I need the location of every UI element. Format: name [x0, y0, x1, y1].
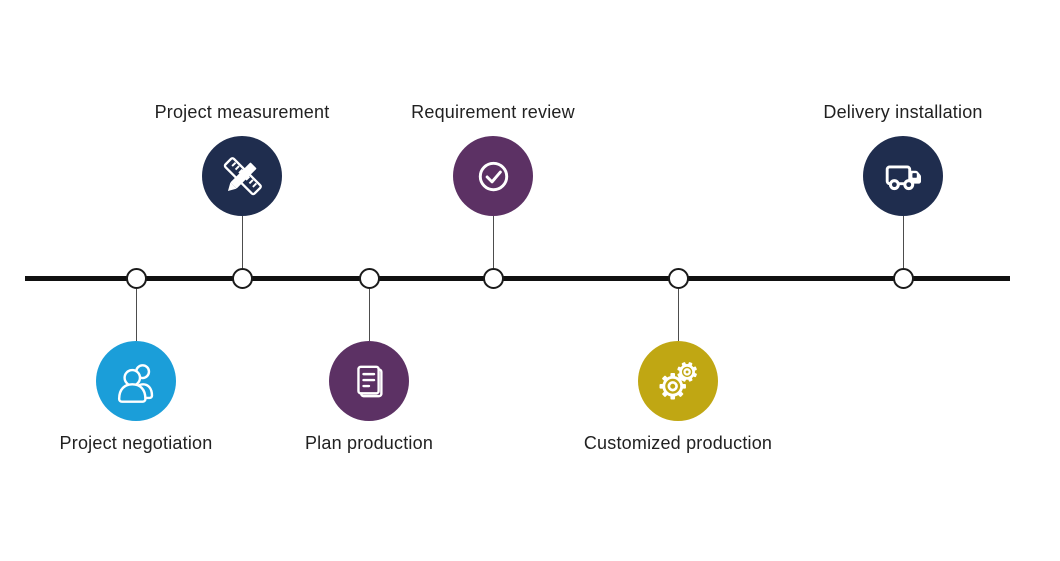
- milestone-label: Plan production: [304, 433, 434, 453]
- timeline-axis: [25, 276, 1010, 281]
- milestone-badge: [638, 341, 718, 421]
- connector-line: [902, 216, 904, 268]
- milestone-label: Requirement review: [411, 102, 575, 122]
- connector-line: [368, 289, 370, 341]
- users-icon: [114, 359, 159, 404]
- milestone-badge: [863, 136, 943, 216]
- connector-line: [241, 216, 243, 268]
- timeline-node: [482, 267, 504, 289]
- timeline-node: [231, 267, 253, 289]
- truck-icon: [880, 153, 926, 199]
- timeline-node: [358, 267, 380, 289]
- timeline-node: [667, 267, 689, 289]
- milestone-label: Project negotiation: [59, 433, 213, 453]
- document-icon: [347, 359, 391, 403]
- connector-line: [677, 289, 679, 341]
- milestone-badge: [96, 341, 176, 421]
- timeline-node: [125, 267, 147, 289]
- milestone-badge: [329, 341, 409, 421]
- check-circle-icon: [470, 153, 517, 200]
- connector-line: [492, 216, 494, 268]
- milestone-badge: [202, 136, 282, 216]
- ruler-pencil-icon: [219, 153, 266, 200]
- milestone-label: Customized production: [583, 433, 773, 453]
- milestone-badge: [453, 136, 533, 216]
- timeline-node: [892, 267, 914, 289]
- milestone-label: Project measurement: [154, 102, 330, 122]
- gears-icon: [655, 358, 701, 404]
- milestone-label: Delivery installation: [823, 102, 983, 122]
- connector-line: [135, 289, 137, 341]
